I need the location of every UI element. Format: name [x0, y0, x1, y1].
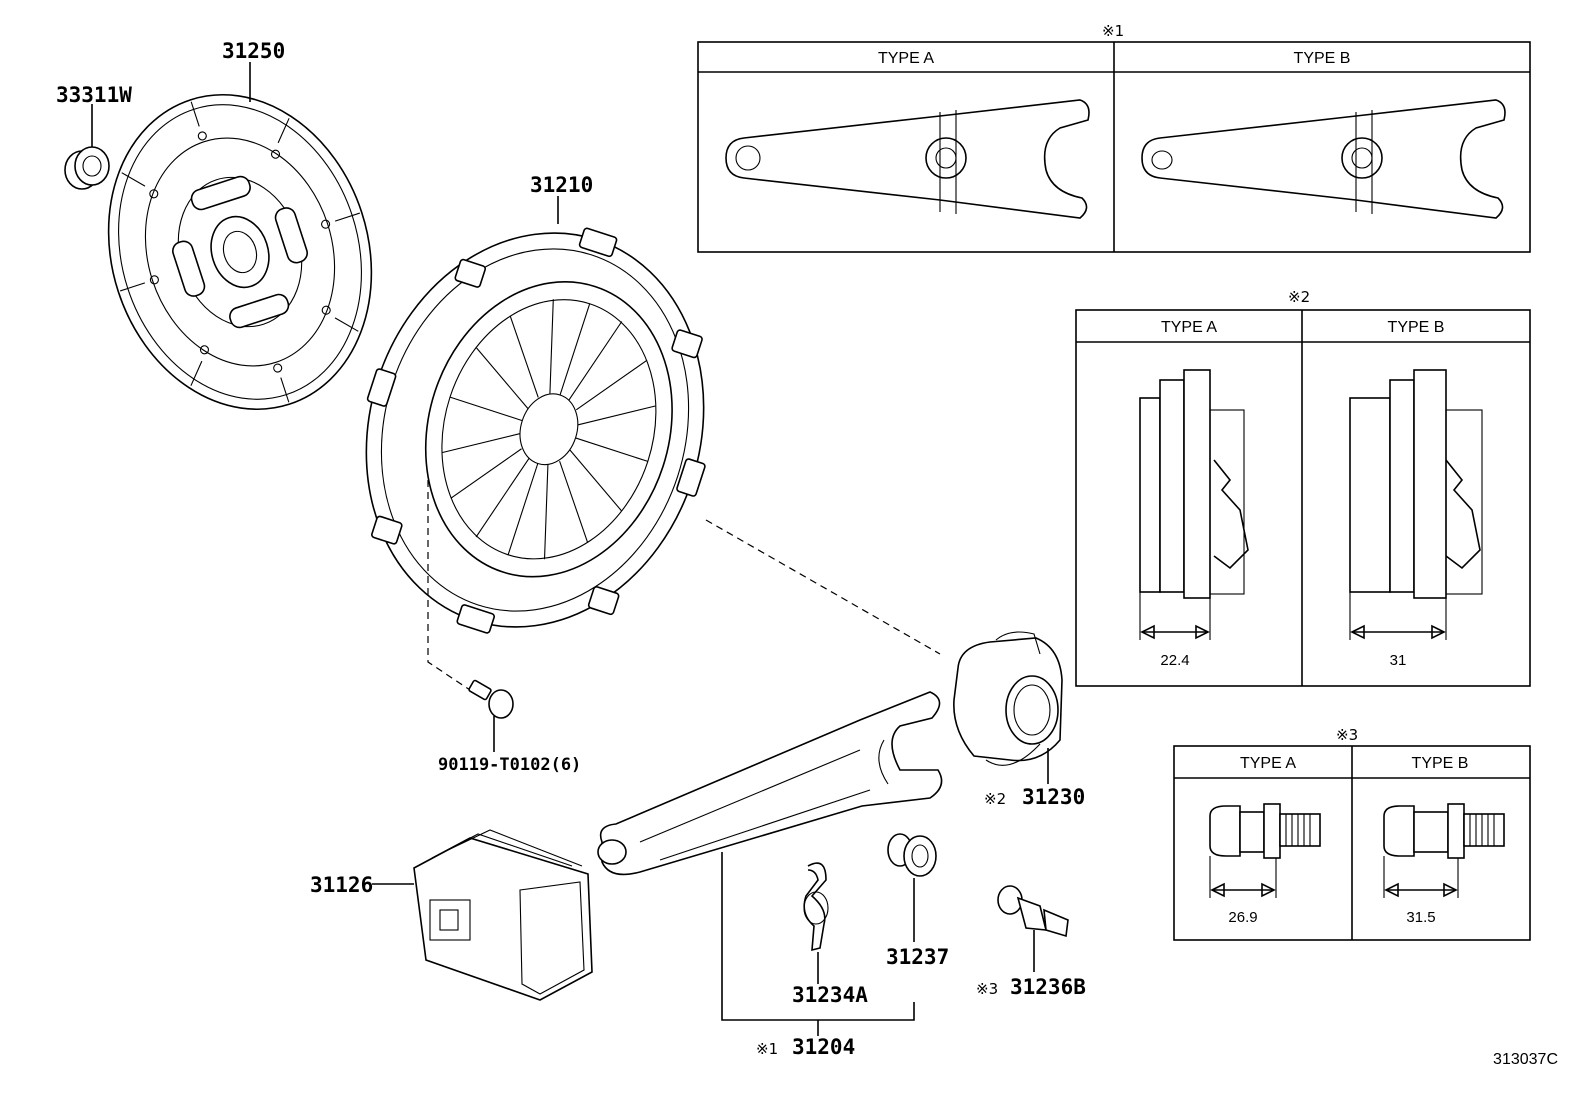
release-fork-illustration: [597, 691, 943, 876]
set-bolt-illustration: [468, 679, 514, 719]
release-fork-boot-illustration: [413, 829, 593, 1001]
bearing-type-a-illustration: [1139, 369, 1249, 640]
inset-2-type-b-header: TYPE B: [1388, 319, 1445, 336]
part-label-33311w[interactable]: 33311W: [56, 83, 132, 107]
fork-clip-illustration: [803, 862, 829, 952]
ref-mark-31236b: ※3: [976, 980, 998, 998]
part-label-31204[interactable]: 31204: [792, 1035, 855, 1059]
pilot-bearing-illustration: [64, 146, 110, 190]
inset-3-dim-type-a: 26.9: [1228, 909, 1257, 926]
bearing-type-b-illustration: [1349, 369, 1483, 640]
fork-support-boot-illustration: [887, 833, 937, 877]
part-label-31230[interactable]: 31230: [1022, 785, 1085, 809]
inset-1-type-a-header: TYPE A: [878, 50, 934, 67]
inset-2-frame: [1075, 309, 1531, 687]
release-bearing-illustration: [953, 631, 1063, 766]
ref-mark-31204: ※1: [756, 1040, 778, 1058]
clutch-disc-illustration: [107, 93, 373, 411]
pivot-stud-illustration: [997, 885, 1069, 938]
inset-2-type-a-header: TYPE A: [1161, 319, 1217, 336]
inset-3-mark: ※3: [1336, 726, 1358, 744]
inset-1-mark: ※1: [1102, 22, 1124, 40]
inset-box-1: ※1 TYPE A TYPE B: [697, 22, 1531, 253]
inset-box-3: ※3 TYPE A TYPE B 26.9: [1173, 726, 1531, 941]
part-label-31237[interactable]: 31237: [886, 945, 949, 969]
part-label-31126[interactable]: 31126: [310, 873, 373, 897]
part-label-31210[interactable]: 31210: [530, 173, 593, 197]
part-label-31234a[interactable]: 31234A: [792, 983, 868, 1007]
inset-3-type-a-header: TYPE A: [1240, 755, 1296, 772]
bearing-assembly-line: [705, 519, 941, 655]
pivot-type-a-illustration: [1209, 803, 1321, 898]
inset-3-dim-type-b: 31.5: [1406, 909, 1435, 926]
ref-mark-31230: ※2: [984, 790, 1006, 808]
part-label-31236b[interactable]: 31236B: [1010, 975, 1086, 999]
fork-type-a-illustration: [725, 99, 1090, 219]
part-label-90119-t0102[interactable]: 90119-T0102(6): [438, 755, 581, 775]
pivot-type-b-illustration: [1383, 803, 1505, 898]
inset-box-2: ※2 TYPE A TYPE B 22.4: [1075, 288, 1531, 687]
inset-2-dim-type-b: 31: [1390, 652, 1407, 669]
inset-3-type-b-header: TYPE B: [1412, 755, 1469, 772]
clutch-cover-illustration: [365, 227, 706, 634]
part-label-31250[interactable]: 31250: [222, 39, 285, 63]
fork-type-b-illustration: [1141, 99, 1506, 219]
inset-2-mark: ※2: [1288, 288, 1310, 306]
bolt-assembly-line: [427, 480, 471, 691]
inset-2-dim-type-a: 22.4: [1160, 652, 1189, 669]
diagram-code: 313037C: [1493, 1051, 1558, 1068]
inset-1-type-b-header: TYPE B: [1294, 50, 1351, 67]
